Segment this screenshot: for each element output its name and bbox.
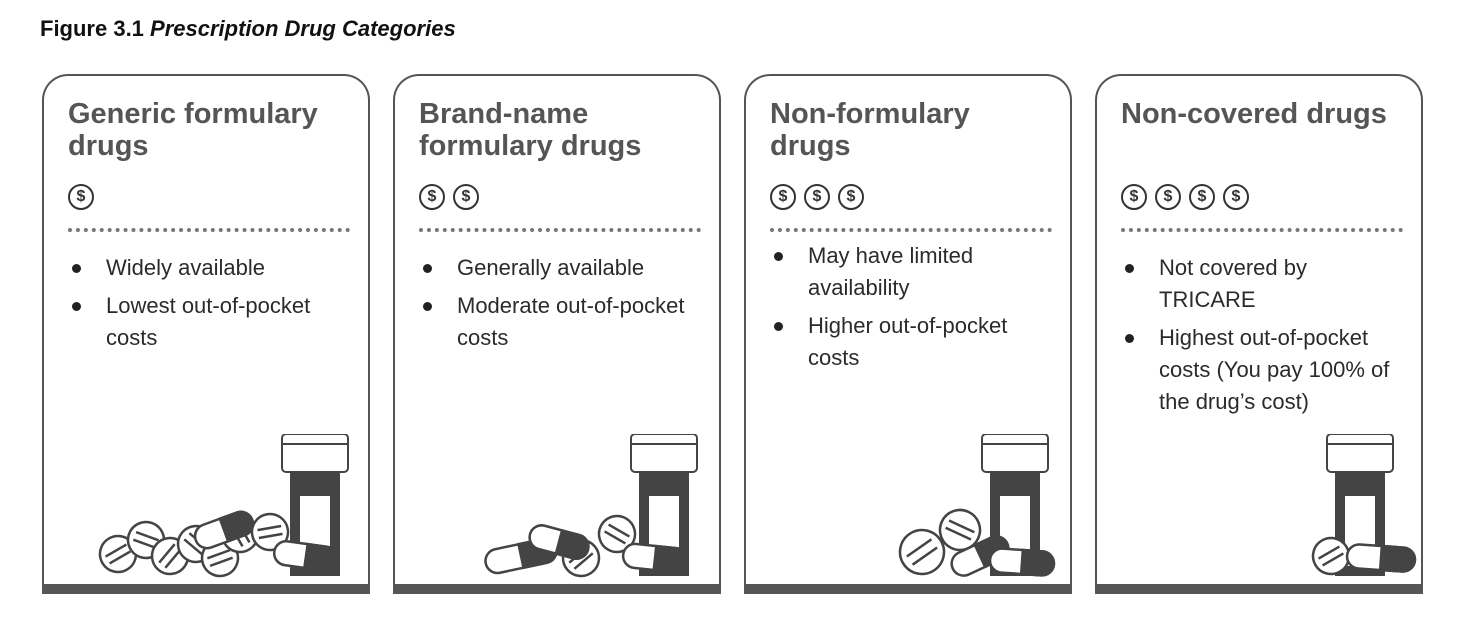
cost-coins: $ $ $	[770, 184, 864, 214]
pill-bottle-illustration	[484, 434, 698, 578]
bullet-list: Widely available Lowest out-of-pocket co…	[68, 252, 354, 360]
dotted-divider	[1121, 228, 1403, 232]
dollar-coin-icon: $	[838, 184, 864, 210]
bullet-item: Higher out-of-pocket costs	[770, 310, 1056, 374]
bullet-list: Not covered by TRICARE Highest out-of-po…	[1121, 252, 1407, 423]
category-panel-generic: Generic formulary drugs $ Widely availab…	[42, 74, 370, 594]
figure-caption: Prescription Drug Categories	[150, 16, 456, 41]
category-panel-non-covered: Non-covered drugs $ $ $ $ Not covered by…	[1095, 74, 1423, 594]
pill-bottle-illustration	[98, 434, 349, 578]
dollar-coin-icon: $	[770, 184, 796, 210]
pill-bottle-illustration	[898, 434, 1056, 577]
bullet-list: Generally available Moderate out-of-pock…	[419, 252, 705, 360]
dotted-divider	[419, 228, 701, 232]
panel-base	[1097, 584, 1421, 594]
panel-title: Non-covered drugs	[1121, 98, 1387, 130]
dollar-coin-icon: $	[68, 184, 94, 210]
bullet-item: Generally available	[419, 252, 705, 284]
capsule-icon	[484, 524, 689, 575]
capsule-icon	[193, 510, 340, 573]
pill-bottle-illustration	[1311, 434, 1417, 576]
dollar-coin-icon: $	[1189, 184, 1215, 210]
panel-base	[395, 584, 719, 594]
dotted-divider	[68, 228, 350, 232]
panel-base	[44, 584, 368, 594]
pill-icon	[98, 512, 290, 578]
cost-coins: $ $ $ $	[1121, 184, 1249, 214]
category-panel-non-formulary: Non-formulary drugs $ $ $ May have limit…	[744, 74, 1072, 594]
capsule-icon	[950, 535, 1056, 577]
panel-title: Generic formulary drugs	[68, 98, 318, 163]
capsule-icon	[1345, 543, 1417, 573]
panel-title: Non-formulary drugs	[770, 98, 970, 163]
dollar-coin-icon: $	[1223, 184, 1249, 210]
dotted-divider	[770, 228, 1052, 232]
cost-coins: $ $	[419, 184, 479, 214]
figure-number: Figure 3.1	[40, 16, 144, 41]
pill-icon	[1311, 536, 1351, 576]
bullet-item: Lowest out-of-pocket costs	[68, 290, 354, 354]
bullet-item: Widely available	[68, 252, 354, 284]
pill-icon	[898, 508, 982, 576]
cost-coins: $	[68, 184, 94, 214]
bullet-item: Not covered by TRICARE	[1121, 252, 1407, 316]
dollar-coin-icon: $	[453, 184, 479, 210]
bullet-item: Highest out-of-pocket costs (You pay 100…	[1121, 322, 1407, 418]
dollar-coin-icon: $	[804, 184, 830, 210]
panel-base	[746, 584, 1070, 594]
dollar-coin-icon: $	[419, 184, 445, 210]
category-panel-brand-name: Brand-name formulary drugs $ $ Generally…	[393, 74, 721, 594]
dollar-coin-icon: $	[1155, 184, 1181, 210]
bullet-list: May have limited availability Higher out…	[770, 240, 1056, 380]
dollar-coin-icon: $	[1121, 184, 1147, 210]
panel-title: Brand-name formulary drugs	[419, 98, 642, 163]
bullet-item: May have limited availability	[770, 240, 1056, 304]
bullet-item: Moderate out-of-pocket costs	[419, 290, 705, 354]
figure-title: Figure 3.1 Prescription Drug Categories	[40, 16, 456, 42]
